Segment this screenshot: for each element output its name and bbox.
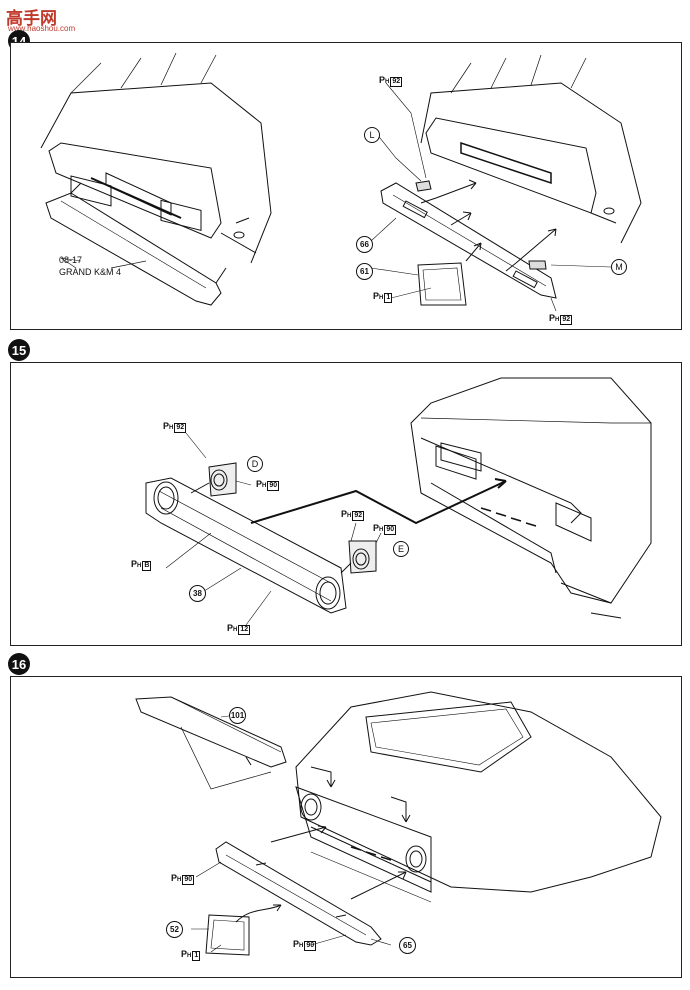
part-number-52: 52 [166,921,183,938]
part-number-61: 61 [356,263,373,280]
step-number-16: 16 [8,653,30,675]
step-15-illustration [145,377,652,626]
part-number-38: 38 [189,585,206,602]
part-letter-m: M [611,259,627,275]
paint-note-code: 08-17 [59,255,83,265]
part-number-101: 101 [229,707,246,724]
step-number-15: 15 [8,339,30,361]
part-number-66: 66 [356,236,373,253]
step-16-illustration [135,691,662,956]
part-number-65: 65 [399,937,416,954]
watermark-logo: 高手网 [6,9,57,28]
part-letter-d: D [247,456,263,472]
part-letter-e: E [393,541,409,557]
step-14-illustration [40,52,642,312]
watermark-url: www.haoshou.com [8,24,76,33]
paint-note-name: GRAND K&M 4 [59,267,122,277]
part-letter-l: L [364,127,380,143]
